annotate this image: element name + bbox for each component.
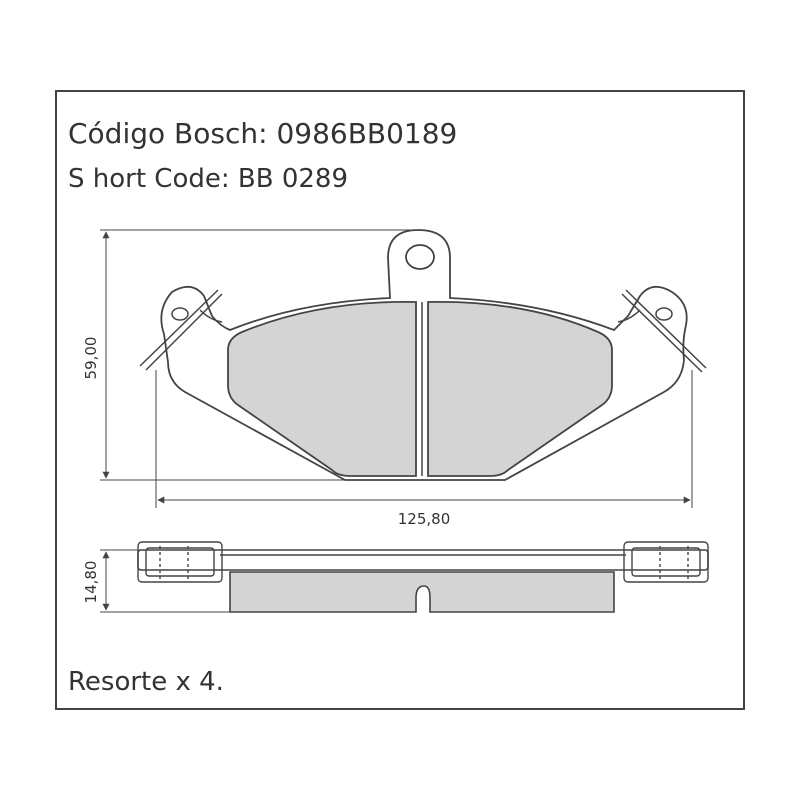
backing-plate-side-view [137,549,709,571]
friction-pad-front [227,300,417,477]
thickness-dimension [100,549,230,613]
spring-clip-left [139,289,223,371]
bosch-code-title: Código Bosch: 0986BB0189 [68,117,458,150]
width-dimension [155,370,693,508]
height-dimension-label: 59,00 [82,337,100,380]
spring-quantity-note: Resorte x 4. [68,667,224,697]
spring-clip-side-left [137,541,223,583]
spring-clip-side-right [623,541,709,583]
friction-pad-side [229,571,615,613]
height-dimension [100,229,410,481]
short-code-label: S hort Code: BB 0289 [68,164,348,194]
width-dimension-label: 125,80 [398,510,451,528]
thickness-dimension-label: 14,80 [82,561,100,604]
spring-clip-right [617,289,707,373]
mounting-hole [405,244,435,270]
friction-pad-front-right [427,300,613,477]
